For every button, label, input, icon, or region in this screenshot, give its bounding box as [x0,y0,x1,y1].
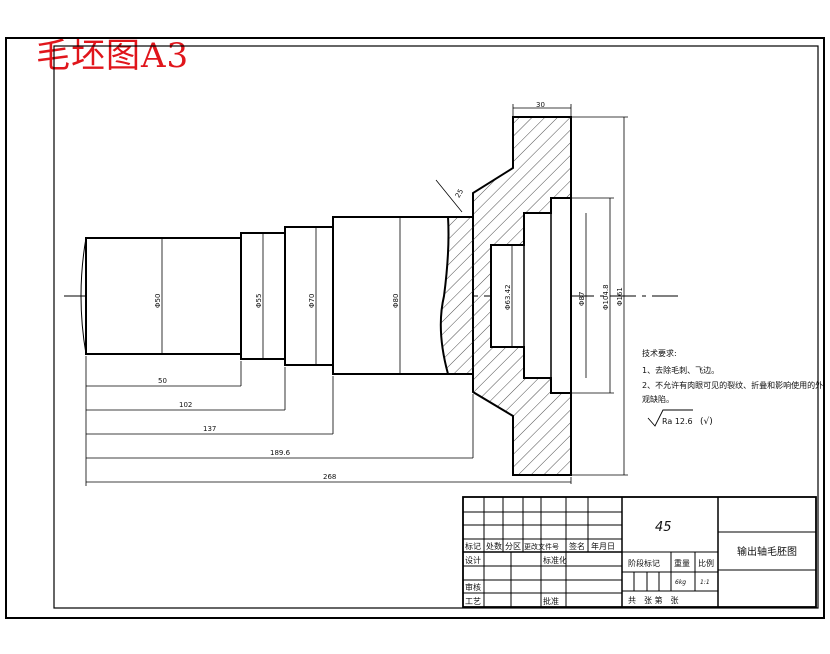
dim-d5: Φ63.42 [504,284,512,310]
tb-part-name: 输出轴毛胚图 [737,545,797,558]
dim-len5: 268 [323,473,336,481]
tb-process: 工艺 [465,597,481,606]
roughness-value: Ra 12.6 [662,417,693,426]
dim-d3: Φ70 [308,294,316,308]
dim-top-width: 30 [536,101,545,109]
dim-len1: 50 [158,377,167,385]
tb-zone: 分区 [505,542,521,551]
tech-req-2b: 观缺陷。 [642,394,674,404]
tb-weight: 重量 [674,558,690,568]
dim-d2: Φ55 [255,294,263,308]
title-block-text: 45 输出轴毛胚图 标记 处数 分区 更改文件号 签名 年月日 设计 标准化 审… [465,520,797,606]
tb-scale-val: 1:1 [700,579,710,586]
tech-req-1: 1、去除毛刺、飞边。 [642,365,719,375]
shaft-step-3 [284,226,334,366]
tech-heading: 技术要求: [642,348,677,358]
sheet-frame [5,37,825,619]
tb-design: 设计 [465,555,481,565]
tb-approve: 批准 [543,596,559,606]
extension-lines [85,104,628,486]
drawing-title: 毛坯图A3 [36,36,190,76]
dim-d6: Φ87 [578,292,586,306]
title-block-lines [462,496,817,608]
dim-chamfer: 25 [454,188,465,200]
roughness-note: (√) [700,416,713,427]
dim-len4: 189.6 [270,449,291,457]
roughness-symbol [647,409,693,427]
tb-sheets: 共 张 第 张 [628,595,679,605]
tb-scale: 比例 [698,558,714,568]
tb-material: 45 [655,520,672,535]
tb-check: 审核 [465,582,481,592]
tb-date: 年月日 [591,541,615,551]
tb-stage: 阶段标记 [628,558,660,568]
tb-sign: 签名 [569,541,585,551]
tb-count: 处数 [486,541,502,551]
dimension-labels: 30 25 Φ50 Φ55 Φ70 Φ80 Φ63.42 Φ87 Φ104.8 … [154,101,624,481]
dim-d7: Φ104.8 [602,284,610,310]
shaft-step-1 [85,237,242,355]
tb-weight-val: 6kg [675,579,686,586]
dim-d8: Φ161 [616,287,624,306]
dim-d1: Φ50 [154,294,162,308]
tech-req-2a: 2、不允许有肉眼可见的裂纹、折叠和影响使用的外 [642,380,823,390]
dim-len3: 137 [203,425,216,433]
dim-d4: Φ80 [392,294,400,308]
tech-requirements: 技术要求: 1、去除毛刺、飞边。 2、不允许有肉眼可见的裂纹、折叠和影响使用的外… [642,348,823,404]
tb-std: 标准化 [543,555,567,565]
tb-mark: 标记 [465,541,481,551]
shaft-left-end-arc [80,237,87,355]
tb-doc: 更改文件号 [524,542,559,551]
drawing-border [53,45,819,609]
dim-len2: 102 [179,401,192,409]
